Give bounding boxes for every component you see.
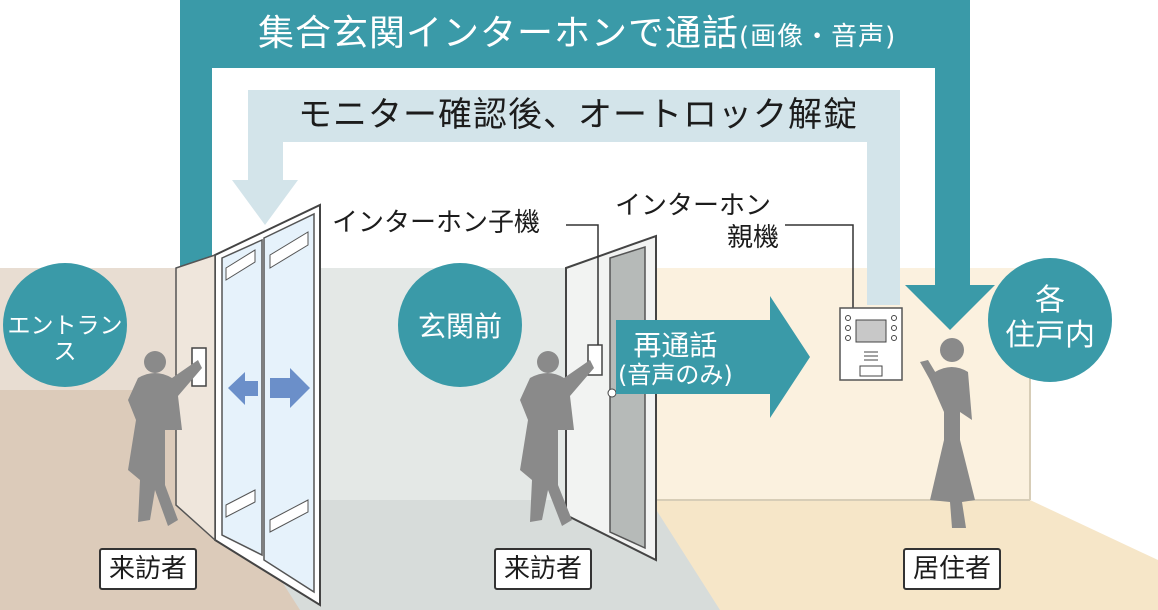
resident-label: 居住者 <box>903 548 1002 590</box>
button-icon <box>891 325 897 331</box>
recall-arrow <box>616 296 810 418</box>
button-icon <box>891 335 897 341</box>
door-arrow-right <box>270 368 310 408</box>
zone-label-front-door: 玄関前 <box>417 310 502 343</box>
visitor-label-1: 来訪者 <box>99 548 198 590</box>
button-icon <box>845 315 851 321</box>
glass-hatch <box>269 231 309 269</box>
zone-label-entrance: エントランス <box>7 313 123 366</box>
main-banner-paren: (画像・音声) <box>739 22 897 52</box>
unit-door-panel <box>609 245 646 550</box>
recall-label-2: (音声のみ) <box>618 361 733 390</box>
unlock-banner-title: モニター確認後、オートロック解錠 <box>298 95 858 135</box>
zone-circle-entrance <box>3 263 127 387</box>
main-call-arrow <box>180 0 995 330</box>
leader-master <box>785 224 854 308</box>
button-icon <box>845 325 851 331</box>
resident-figure <box>920 338 975 528</box>
main-banner-title: 集合玄関インターホンで通話(画像・音声) <box>258 16 896 52</box>
recall-label-1: 再通話 <box>633 329 718 362</box>
visitor-figure-2 <box>520 351 594 526</box>
visitor-figure-1 <box>128 351 202 526</box>
zone-label-home: 各 住戸内 <box>988 283 1112 353</box>
zone-label-home-2: 住戸内 <box>1005 317 1095 353</box>
zone-circle-home <box>988 258 1112 382</box>
recall-label: 再通話 (音声のみ) <box>618 329 733 390</box>
door-knob <box>607 388 617 398</box>
zone-label-home-1: 各 <box>1035 283 1065 318</box>
glass-hatch <box>225 249 256 281</box>
door-panel-right <box>263 212 315 594</box>
intercom-master-label-2: 親機 <box>727 223 780 253</box>
visitor-label-2: 来訪者 <box>494 548 593 590</box>
zone-circle-front-door <box>398 263 522 387</box>
glass-hatch <box>225 489 256 518</box>
main-banner-text: 集合玄関インターホンで通話 <box>258 13 740 54</box>
leader-slave <box>566 224 599 345</box>
master-intercom-screen <box>855 319 887 343</box>
button-icon <box>891 315 897 321</box>
button-icon <box>845 335 851 341</box>
intercom-slave-label: インターホン子機 <box>332 208 541 238</box>
master-handset-slot <box>859 365 883 377</box>
intercom-master-label-1: インターホン <box>615 191 772 221</box>
glass-hatch <box>269 499 309 533</box>
door-arrow-left <box>228 372 258 405</box>
unlock-arrow <box>232 90 900 305</box>
entrance-pillar <box>175 253 216 542</box>
